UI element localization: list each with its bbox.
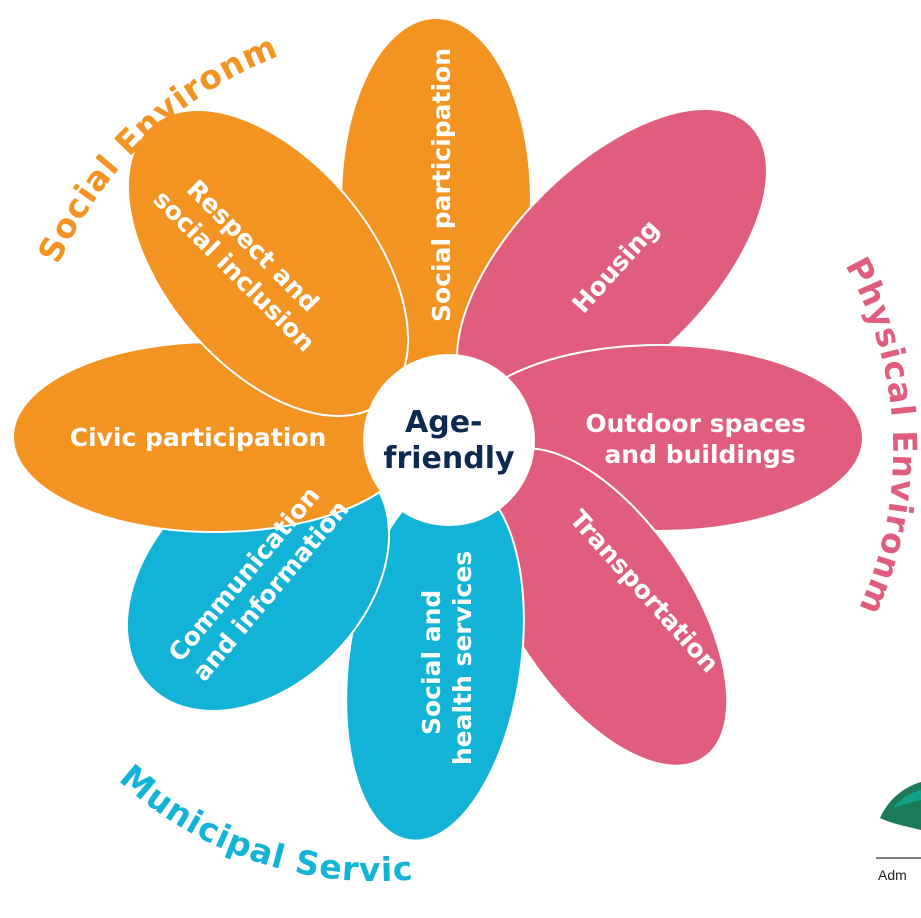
label-social-participation: Social participation	[427, 48, 456, 322]
partial-logo: Adm	[876, 782, 921, 883]
logo-swoosh-icon	[893, 790, 921, 808]
label-civic-participation: Civic participation	[70, 423, 327, 452]
logo-caption: Adm	[878, 867, 907, 883]
label-social-health: Social and health services	[417, 551, 477, 765]
center-label: Age- friendly	[383, 405, 515, 476]
label-outdoor-spaces: Outdoor spaces and buildings	[585, 409, 814, 469]
logo-leaf-icon	[880, 782, 921, 830]
center-circle	[363, 354, 535, 526]
